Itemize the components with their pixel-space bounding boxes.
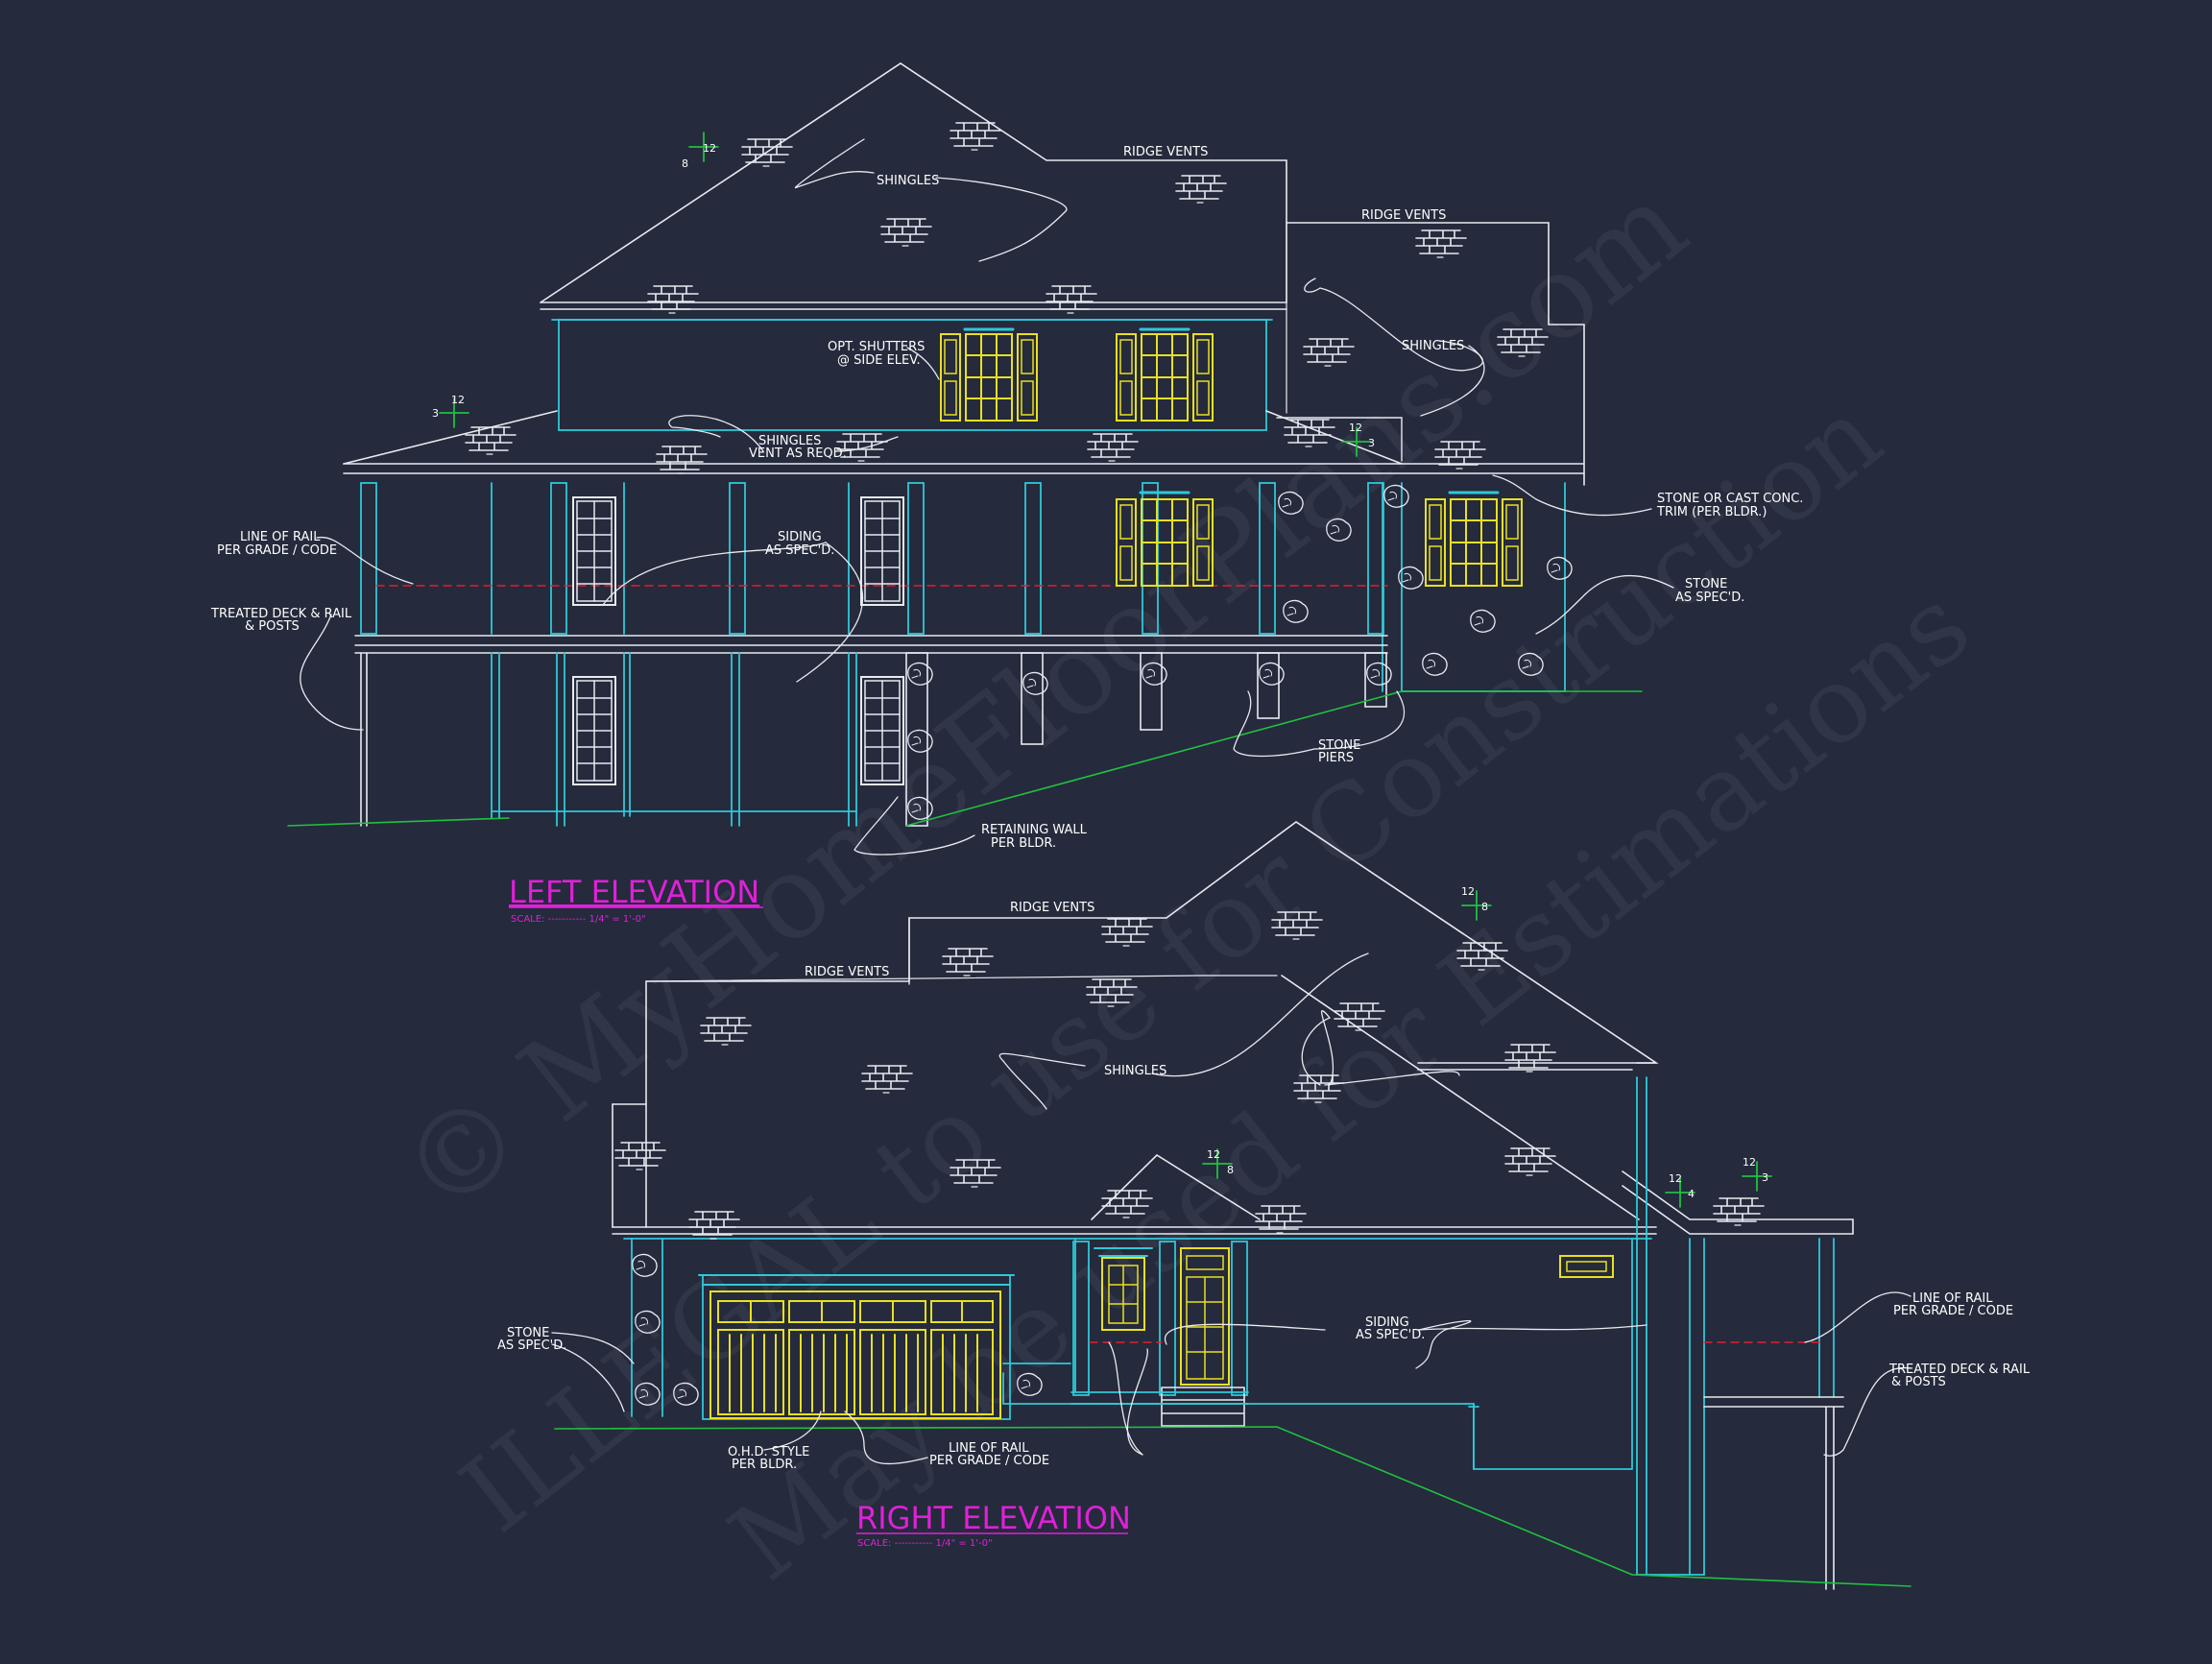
pitch-run: 12 [1669,1172,1682,1185]
note-shingles-vent: SHINGLES [758,434,821,448]
note-treated-deck: TREATED DECK & RAIL [210,607,352,621]
pitch-rise: 8 [1227,1164,1234,1176]
pitch-run: 12 [1207,1148,1220,1161]
right-elevation-drawing [551,821,1911,1590]
note-retaining-wall: RETAINING WALL [981,823,1088,837]
pitch-rise: 3 [432,407,439,420]
note-siding: AS SPEC'D. [1356,1328,1425,1342]
left-elevation-scale: SCALE: ----------- 1/4" = 1'-0" [511,914,646,925]
left-elevation-notes: RIDGE VENTS RIDGE VENTS SHINGLES SHINGLE… [210,142,1803,925]
note-treated-deck: TREATED DECK & RAIL [1888,1363,2031,1377]
pitch-run: 12 [1461,885,1475,898]
note-stone: STONE [1685,577,1727,591]
right-elevation-notes: RIDGE VENTS RIDGE VENTS SHINGLES STONE A… [497,885,2031,1549]
pitch-rise: 4 [1688,1188,1695,1200]
note-line-of-rail: LINE OF RAIL [949,1441,1029,1456]
left-elevation-drawing [287,62,1674,856]
pitch-rise: 3 [1762,1171,1768,1184]
note-treated-deck: & POSTS [245,619,300,634]
note-treated-deck: & POSTS [1891,1375,1946,1389]
note-line-of-rail: PER GRADE / CODE [1893,1304,2013,1318]
note-stone-piers: PIERS [1318,751,1354,765]
note-shingles: SHINGLES [1402,339,1464,353]
right-elevation-title: RIGHT ELEVATION [856,1500,1131,1536]
note-stone: AS SPEC'D. [1675,591,1744,605]
note-shutters: OPT. SHUTTERS [828,340,925,354]
note-stone-trim: STONE OR CAST CONC. [1657,492,1803,506]
note-shingles: SHINGLES [877,174,939,188]
note-siding: SIDING [1365,1315,1409,1330]
pitch-run: 12 [451,394,465,406]
note-ohd-style: O.H.D. STYLE [728,1445,809,1459]
watermark-line-3: May be used for Estimations [708,563,1991,1604]
note-ridge-vents: RIDGE VENTS [805,965,889,979]
note-line-of-rail: PER GRADE / CODE [217,543,337,558]
pitch-run: 12 [1743,1156,1756,1169]
note-retaining-wall: PER BLDR. [991,836,1056,851]
note-ridge-vents: RIDGE VENTS [1010,901,1094,915]
pitch-rise: 3 [1368,437,1375,449]
pitch-run: 12 [1349,422,1362,434]
note-line-of-rail: PER GRADE / CODE [929,1454,1049,1468]
pitch-rise: 8 [682,157,688,170]
note-siding: AS SPEC'D. [765,543,834,558]
note-line-of-rail: LINE OF RAIL [1912,1291,1993,1306]
note-shutters: @ SIDE ELEV. [837,353,921,368]
note-shingles: SHINGLES [1104,1064,1166,1078]
note-stone-trim: TRIM (PER BLDR.) [1656,505,1767,519]
pitch-rise: 8 [1481,901,1488,913]
note-shingles-vent: VENT AS REQD. [749,446,847,461]
note-stone: STONE [507,1326,549,1340]
pitch-run: 12 [703,142,716,155]
note-stone-piers: STONE [1318,738,1360,753]
note-stone: AS SPEC'D. [497,1338,566,1353]
note-siding: SIDING [778,530,822,544]
right-elevation-scale: SCALE: ----------- 1/4" = 1'-0" [857,1538,993,1549]
note-ridge-vents: RIDGE VENTS [1361,208,1446,223]
left-elevation-title: LEFT ELEVATION [509,874,759,910]
note-ohd-style: PER BLDR. [732,1458,797,1472]
note-ridge-vents: RIDGE VENTS [1123,145,1208,159]
note-line-of-rail: LINE OF RAIL [240,530,321,544]
